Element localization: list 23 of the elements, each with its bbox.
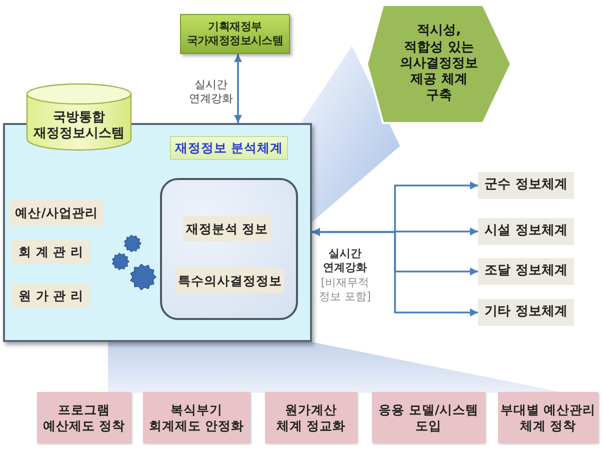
system-panel xyxy=(3,123,312,342)
system-box: 조달 정보체계 xyxy=(478,258,574,285)
task-box: 프로그램 예산제도 정착 xyxy=(37,392,131,443)
task-box: 복식부기 회계제도 안정화 xyxy=(143,392,250,443)
system-box: 기획재정부 국가재정정보시스템 xyxy=(180,14,290,54)
function-box: 원 가 관 리 xyxy=(12,284,90,308)
function-box: 예산/사업관리 xyxy=(10,200,103,225)
double-arrow xyxy=(312,228,478,316)
info-box: 특수의사결정정보 xyxy=(176,268,284,293)
double-arrow xyxy=(234,54,242,123)
edge-label: 실시간 연계강화 [비재무적 정보 포함] xyxy=(318,247,372,304)
function-box: 회 계 관 리 xyxy=(12,240,90,264)
system-box: 기타 정보체계 xyxy=(478,299,574,326)
task-box: 원가계산 체계 정교화 xyxy=(265,392,357,443)
task-box: 부대별 예산관리 체계 정착 xyxy=(498,392,598,443)
heading-box: 재정정보 분석체계 xyxy=(170,136,288,160)
edge-label: 실시간 연계강화 xyxy=(188,78,234,107)
task-box: 응용 모델/시스템 도입 xyxy=(372,392,485,443)
goal-hexagon: 적시성, 적합성 있는 의사결정정보 제공 체계 구축 xyxy=(365,3,513,125)
analysis-panel xyxy=(160,178,298,320)
info-box: 재정분석 정보 xyxy=(183,216,271,241)
system-box: 시설 정보체계 xyxy=(478,218,574,245)
system-box: 군수 정보체계 xyxy=(478,172,574,199)
